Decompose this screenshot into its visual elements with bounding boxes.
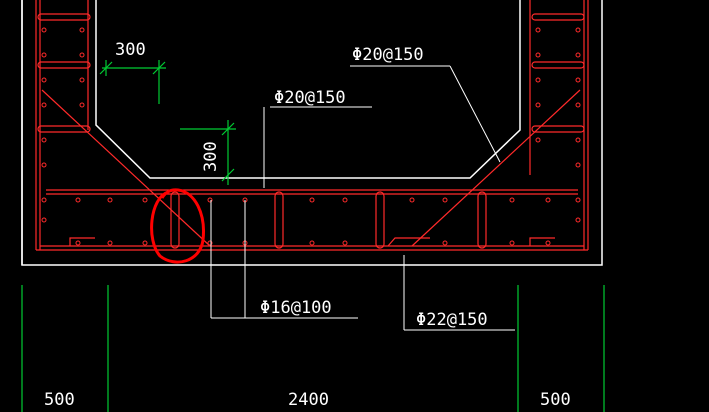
dimension-lines <box>21 60 605 412</box>
label-top-center-rebar: Φ20@150 <box>274 88 346 108</box>
label-bottom-center-rebar: Φ16@100 <box>260 298 332 318</box>
dim-center-span: 2400 <box>288 390 329 410</box>
dim-haunch-horizontal: 300 <box>115 40 146 60</box>
dim-left-span: 500 <box>44 390 75 410</box>
label-top-right-rebar: Φ20@150 <box>352 45 424 65</box>
rebar-dots <box>41 27 581 246</box>
dim-right-span: 500 <box>540 390 571 410</box>
leader-lines <box>210 65 515 331</box>
concrete-outline <box>21 0 603 266</box>
highlight-circle <box>150 188 205 264</box>
rebar-cage <box>35 0 589 251</box>
label-bottom-right-rebar: Φ22@150 <box>416 310 488 330</box>
dim-haunch-vertical: 300 <box>201 141 221 172</box>
